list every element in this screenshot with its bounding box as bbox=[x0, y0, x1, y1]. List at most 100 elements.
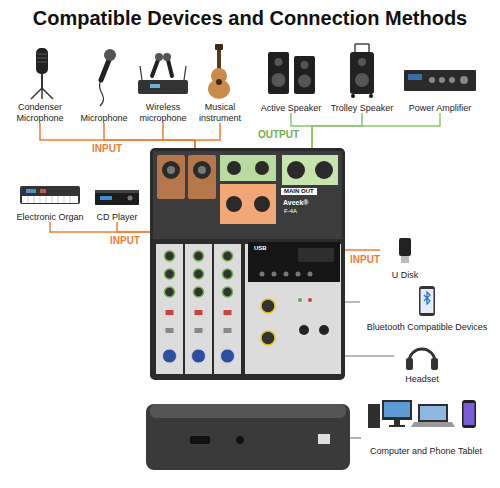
phone-icon bbox=[421, 289, 434, 313]
keyboard-icon bbox=[52, 196, 53, 203]
wireless-mic-icon bbox=[184, 66, 186, 80]
guitar-icon bbox=[216, 79, 222, 85]
device-node: Bluetooth Compatible Devices bbox=[360, 284, 494, 332]
device-label: Active Speaker bbox=[261, 103, 322, 113]
active-speaker-icon bbox=[294, 56, 315, 94]
mixer-body bbox=[282, 155, 338, 185]
mixer-body bbox=[254, 196, 270, 212]
trolley-speaker-icon bbox=[368, 44, 370, 52]
trolley-speaker-icon bbox=[351, 94, 355, 98]
panel-text: Aveek® bbox=[283, 199, 309, 207]
computer-icon bbox=[389, 425, 405, 427]
device-label: Condenser Microphone bbox=[5, 102, 75, 123]
device-node: Computer and Phone Tablet bbox=[362, 396, 490, 456]
connector-line bbox=[345, 355, 394, 357]
headphone-icon bbox=[406, 349, 438, 370]
condenser-mic-icon bbox=[37, 54, 47, 55]
computer-icon bbox=[462, 400, 476, 428]
computer-icon bbox=[394, 420, 400, 425]
microphone-icon bbox=[100, 49, 116, 106]
channel-strips bbox=[163, 349, 177, 363]
mixer-back-view bbox=[318, 434, 330, 444]
keyboard-icon bbox=[26, 189, 36, 193]
device-label: Computer and Phone Tablet bbox=[370, 446, 482, 456]
wireless-mic-icon bbox=[150, 84, 160, 88]
master-section bbox=[260, 272, 265, 277]
mixer-body bbox=[150, 148, 345, 380]
channel-strips bbox=[194, 251, 204, 261]
device-label: Electronic Organ bbox=[16, 212, 83, 222]
mixer-body bbox=[220, 155, 276, 181]
condenser-mic-icon bbox=[41, 88, 43, 99]
master-section bbox=[261, 331, 275, 345]
active-speaker-icon bbox=[268, 52, 289, 94]
amplifier-icon bbox=[429, 77, 435, 83]
connector-line bbox=[163, 123, 195, 148]
channel-strips bbox=[185, 244, 212, 374]
device-node: Active Speaker bbox=[256, 45, 326, 113]
cd-player-icon bbox=[128, 196, 133, 201]
device-label: Musical instrument bbox=[192, 102, 248, 123]
wireless-mic-icon bbox=[168, 60, 172, 76]
condenser-mic-icon bbox=[41, 72, 43, 90]
device-label: U Disk bbox=[392, 270, 419, 280]
connection-label: INPUT bbox=[350, 254, 380, 266]
connector-line bbox=[345, 249, 380, 251]
usb-stick-icon bbox=[399, 238, 411, 263]
mixer-back-view bbox=[190, 436, 210, 444]
trolley-speaker-icon bbox=[355, 43, 369, 45]
channel-strips bbox=[224, 310, 232, 315]
master-section bbox=[296, 272, 301, 277]
channel-strips bbox=[224, 328, 232, 333]
active-speaker-icon bbox=[268, 52, 315, 94]
title-row: Compatible Devices and Connection Method… bbox=[0, 7, 500, 30]
mixer-body bbox=[162, 161, 180, 179]
keyboard-icon bbox=[20, 186, 80, 204]
trolley-speaker-icon bbox=[369, 94, 373, 98]
connector-line bbox=[312, 113, 440, 148]
mixer-body bbox=[157, 155, 185, 199]
active-speaker-icon bbox=[298, 75, 311, 88]
mixer-body bbox=[226, 196, 242, 212]
computer-icon bbox=[464, 403, 475, 425]
guitar-icon bbox=[208, 44, 230, 99]
master-section bbox=[261, 299, 275, 313]
mixer-body bbox=[153, 151, 342, 239]
connection-label: INPUT bbox=[92, 143, 122, 155]
device-node: Headset bbox=[394, 340, 450, 384]
headphone-icon bbox=[406, 358, 413, 370]
title: Compatible Devices and Connection Method… bbox=[33, 7, 468, 30]
usb-stick-icon bbox=[401, 256, 409, 263]
connection-label: OUTPUT bbox=[258, 129, 299, 141]
device-node: Trolley Speaker bbox=[327, 45, 397, 113]
master-section bbox=[272, 272, 277, 277]
trolley-speaker-icon bbox=[358, 58, 366, 66]
phone-icon bbox=[424, 292, 430, 304]
guitar-icon bbox=[208, 79, 230, 99]
channel-strips bbox=[221, 349, 235, 363]
condenser-mic-icon bbox=[31, 48, 53, 99]
mixer-body bbox=[255, 161, 269, 175]
cd-player-icon bbox=[95, 190, 139, 205]
device-label: Microphone bbox=[80, 113, 127, 123]
mixer-body bbox=[315, 161, 333, 179]
device-label: Bluetooth Compatible Devices bbox=[367, 322, 488, 332]
channel-strips bbox=[166, 328, 174, 333]
keyboard-icon bbox=[40, 189, 46, 193]
device-node: CD Player bbox=[92, 180, 142, 222]
master-section bbox=[308, 298, 312, 302]
amplifier-icon bbox=[404, 70, 476, 91]
panel-text: MAIN OUT bbox=[281, 188, 317, 195]
mixer-body bbox=[227, 161, 241, 175]
active-speaker-icon bbox=[275, 58, 283, 66]
device-node: Condenser Microphone bbox=[5, 45, 75, 123]
guitar-icon bbox=[215, 44, 223, 50]
computer-icon bbox=[368, 404, 380, 428]
channel-strips bbox=[166, 310, 174, 315]
master-section bbox=[298, 248, 334, 262]
keyboard-icon bbox=[34, 196, 35, 203]
channel-strips bbox=[156, 244, 183, 374]
